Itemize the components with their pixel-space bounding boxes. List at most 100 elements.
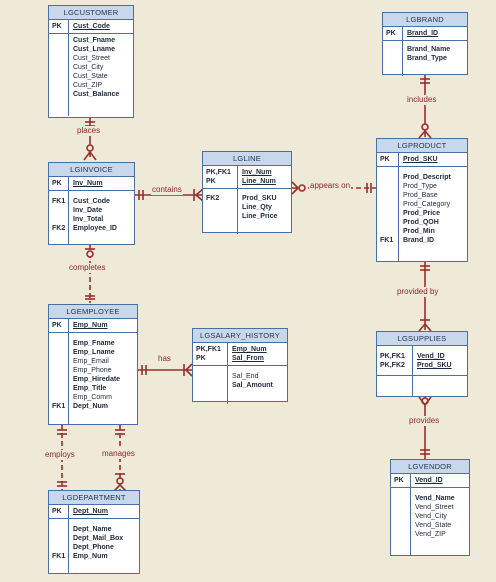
- pk-attribute: Prod_SKU: [403, 156, 438, 163]
- attribute: Cust_ZIP: [73, 82, 103, 89]
- entity-title: LGLINE: [203, 152, 291, 166]
- pk-key: PK: [380, 156, 390, 163]
- attribute: Emp_Num: [73, 553, 108, 560]
- attribute: Vend_Street: [415, 504, 454, 511]
- entity-lgbrand[interactable]: LGBRAND PK Brand_ID Brand_Name Brand_Typ…: [382, 12, 468, 76]
- relationship-label-provided-by: provided by: [396, 287, 440, 297]
- entity-title: LGBRAND: [383, 13, 467, 27]
- entity-lginvoice[interactable]: LGINVOICE PK Inv_Num FK1 FK2 Cust_Code I…: [48, 162, 135, 245]
- pk-attribute: Brand_ID: [407, 30, 439, 37]
- entity-title: LGSALARY_HISTORY: [193, 329, 287, 343]
- entity-title: LGVENDOR: [391, 460, 469, 474]
- pk-key: PK: [196, 355, 206, 362]
- places-connector: [83, 118, 97, 161]
- attribute: Dept_Mail_Box: [73, 535, 124, 542]
- attribute: Cust_Lname: [73, 46, 116, 53]
- pk-section: PK,FK1 PK Emp_Num Sal_From: [193, 343, 287, 366]
- attribute: Brand_Type: [407, 55, 447, 62]
- attribute-section: [377, 376, 467, 397]
- pk-attribute: Line_Num: [242, 178, 276, 185]
- fk-key: FK1: [380, 237, 394, 244]
- attribute: Prod_Category: [403, 201, 451, 208]
- fk-key: FK1: [52, 403, 66, 410]
- attribute-section: Cust_Fname Cust_Lname Cust_Street Cust_C…: [49, 34, 133, 116]
- pk-section: PK Vend_ID: [391, 474, 469, 488]
- attribute: Cust_City: [73, 64, 104, 71]
- has-connector: [138, 363, 193, 377]
- pk-section: PK Prod_SKU: [377, 153, 467, 167]
- pk-attribute: Inv_Num: [242, 169, 272, 176]
- attribute: Vend_City: [415, 513, 447, 520]
- attribute: Inv_Total: [73, 216, 104, 223]
- attribute: Emp_Email: [73, 358, 109, 365]
- attribute: Vend_ZIP: [415, 531, 446, 538]
- relationship-label-appears-on: appears on: [309, 181, 352, 191]
- entity-lgproduct[interactable]: LGPRODUCT PK Prod_SKU FK1 Prod_Descript …: [376, 138, 468, 262]
- relationship-label-has: has: [157, 354, 172, 364]
- attribute: Cust_State: [73, 73, 108, 80]
- attribute: Emp_Title: [73, 385, 107, 392]
- attribute: Cust_Fname: [73, 37, 116, 44]
- attribute: Vend_State: [415, 522, 452, 529]
- pk-section: PK Dept_Num: [49, 505, 139, 519]
- entity-lgvendor[interactable]: LGVENDOR PK Vend_ID Vend_Name Vend_Stree…: [390, 459, 470, 556]
- entity-lgline[interactable]: LGLINE PK,FK1 PK Inv_Num Line_Num FK2 Pr…: [202, 151, 292, 234]
- attribute: Emp_Comm: [73, 394, 112, 401]
- attribute: Line_Price: [242, 213, 278, 220]
- relationship-label-manages: manages: [101, 449, 136, 459]
- relationship-label-contains: contains: [151, 185, 183, 195]
- relationship-label-provides: provides: [408, 416, 441, 426]
- pk-key: PK: [52, 23, 62, 30]
- relationship-label-completes: completes: [68, 263, 107, 273]
- entity-lgemployee[interactable]: LGEMPLOYEE PK Emp_Num FK1 Emp_Fname Emp_…: [48, 304, 138, 425]
- attribute-section: FK2 Prod_SKU Line_Qty Line_Price: [203, 189, 291, 234]
- pk-section: PK Brand_ID: [383, 27, 467, 41]
- pk-key: PK: [386, 30, 396, 37]
- attribute: Vend_Name: [415, 495, 455, 502]
- attribute-section: FK1 Dept_Name Dept_Mail_Box Dept_Phone E…: [49, 519, 139, 574]
- attribute: Cust_Code: [73, 198, 110, 205]
- attribute: Cust_Balance: [73, 91, 120, 98]
- entity-lgsupplies[interactable]: LGSUPPLIES PK,FK1 PK,FK2 Vend_ID Prod_SK…: [376, 331, 468, 397]
- entity-lgsalary-history[interactable]: LGSALARY_HISTORY PK,FK1 PK Emp_Num Sal_F…: [192, 328, 288, 404]
- entity-lgdepartment[interactable]: LGDEPARTMENT PK Dept_Num FK1 Dept_Name D…: [48, 490, 140, 574]
- attribute: Dept_Num: [73, 403, 109, 410]
- pk-attribute: Emp_Num: [73, 322, 108, 329]
- pk-attribute: Cust_Code: [73, 23, 110, 30]
- pk-section: PK Cust_Code: [49, 20, 133, 34]
- entity-title: LGEMPLOYEE: [49, 305, 137, 319]
- attribute: Prod_SKU: [242, 195, 277, 202]
- attribute: Sal_End: [232, 373, 259, 380]
- fk-key: FK1: [52, 198, 66, 205]
- completes-connector: [85, 245, 95, 303]
- attribute: Dept_Phone: [73, 544, 114, 551]
- pk-key: PK: [52, 508, 62, 515]
- entity-lgcustomer[interactable]: LGCUSTOMER PK Cust_Code Cust_Fname Cust_…: [48, 5, 134, 118]
- attribute: Cust_Street: [73, 55, 110, 62]
- attribute: Inv_Date: [73, 207, 103, 214]
- attribute-section: FK1 FK2 Cust_Code Inv_Date Inv_Total Emp…: [49, 191, 134, 245]
- pk-key: PK: [206, 178, 216, 185]
- pk-key: PK,FK1: [196, 346, 221, 353]
- attribute-section: FK1 Prod_Descript Prod_Type Prod_Base Pr…: [377, 167, 467, 262]
- pk-section: PK Inv_Num: [49, 177, 134, 191]
- attribute-section: Sal_End Sal_Amount: [193, 366, 287, 404]
- attribute: Prod_Min: [403, 228, 435, 235]
- pk-key: PK,FK1: [380, 353, 405, 360]
- relationship-label-includes: includes: [406, 95, 438, 105]
- pk-attribute: Dept_Num: [73, 508, 109, 515]
- attribute: Prod_QOH: [403, 219, 439, 226]
- attribute: Brand_ID: [403, 237, 435, 244]
- entity-title: LGPRODUCT: [377, 139, 467, 153]
- attribute: Brand_Name: [407, 46, 451, 53]
- pk-attribute: Vend_ID: [415, 477, 443, 484]
- attribute: Prod_Price: [403, 210, 440, 217]
- attribute: Sal_Amount: [232, 382, 273, 389]
- relationship-label-employs: employs: [44, 450, 76, 460]
- attribute: Prod_Base: [403, 192, 438, 199]
- attribute: Emp_Lname: [73, 349, 115, 356]
- fk-key: FK2: [206, 195, 220, 202]
- entity-title: LGDEPARTMENT: [49, 491, 139, 505]
- pk-key: PK: [52, 180, 62, 187]
- relationship-label-places: places: [76, 126, 102, 136]
